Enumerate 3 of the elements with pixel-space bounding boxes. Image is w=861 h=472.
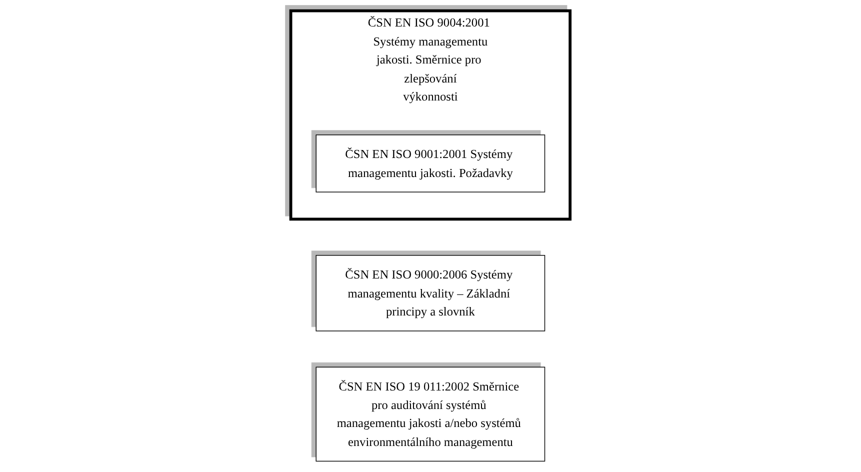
node-box: ČSN EN ISO 9001:2001 Systémy managementu jakosti. Požadavky — [316, 134, 546, 192]
node-box: ČSN EN ISO 9000:2006 Systémy managementu kvality – Základní principy a slovník — [316, 254, 546, 332]
node-box: ČSN EN ISO 19 011:2002 Směrnice pro auditování systémů managementu jakosti a/nebo systémů environmentálního managementu — [316, 366, 546, 462]
